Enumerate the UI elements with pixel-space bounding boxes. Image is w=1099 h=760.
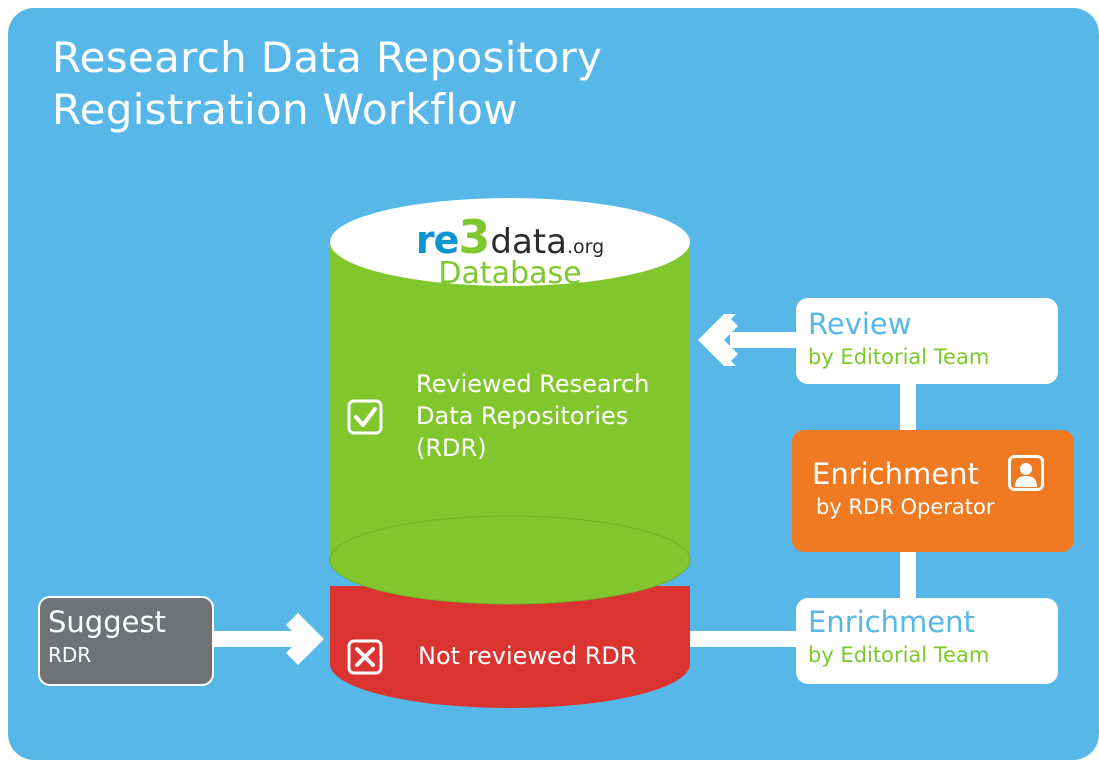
person-icon [1008,455,1044,491]
not-reviewed-segment [330,586,690,708]
reviewed-segment-highlight [329,515,691,605]
reviewed-rdr-label: Reviewed Research Data Repositories (RDR… [416,368,649,464]
reviewed-line-2: Data Repositories [416,402,629,430]
connector-review-to-operator [900,378,916,438]
cross-icon [347,639,383,675]
reviewed-line-1: Reviewed Research [416,370,650,398]
reviewed-line-3: (RDR) [416,434,487,462]
connector-operator-to-editorial [900,546,916,606]
diagram-title: Research Data Repository Registration Wo… [52,32,602,136]
review-subtitle: by Editorial Team [808,345,990,369]
enrichment-editorial-title: Enrichment [808,605,975,639]
logo-re: re [415,218,460,262]
check-icon [347,399,383,435]
enrichment-operator-subtitle: by RDR Operator [816,495,995,519]
enrichment-editorial-subtitle: by Editorial Team [808,643,990,667]
enrichment-operator-title: Enrichment [812,457,979,491]
enrichment-editorial-box: Enrichment by Editorial Team [796,598,1058,684]
suggest-subtitle: RDR [48,643,92,667]
database-label: Database [438,256,582,291]
review-arrow [698,314,800,366]
suggest-box: Suggest RDR [38,596,214,686]
reviewed-segment [330,242,690,604]
logo-org: .org [566,236,605,258]
re3data-logo: re3data.org [330,214,690,260]
review-box: Review by Editorial Team [796,298,1058,384]
review-title: Review [808,307,912,341]
database-top [330,198,690,286]
not-reviewed-rdr-label: Not reviewed RDR [418,642,637,670]
enrichment-operator-box: Enrichment by RDR Operator [792,430,1074,552]
suggest-title: Suggest [48,605,166,639]
logo-3: 3 [458,210,491,264]
logo-data: data [490,222,567,262]
title-line-2: Registration Workflow [52,85,518,134]
title-line-1: Research Data Repository [52,33,603,82]
connector-db-to-editorial [686,631,802,647]
suggest-arrow [214,613,324,665]
